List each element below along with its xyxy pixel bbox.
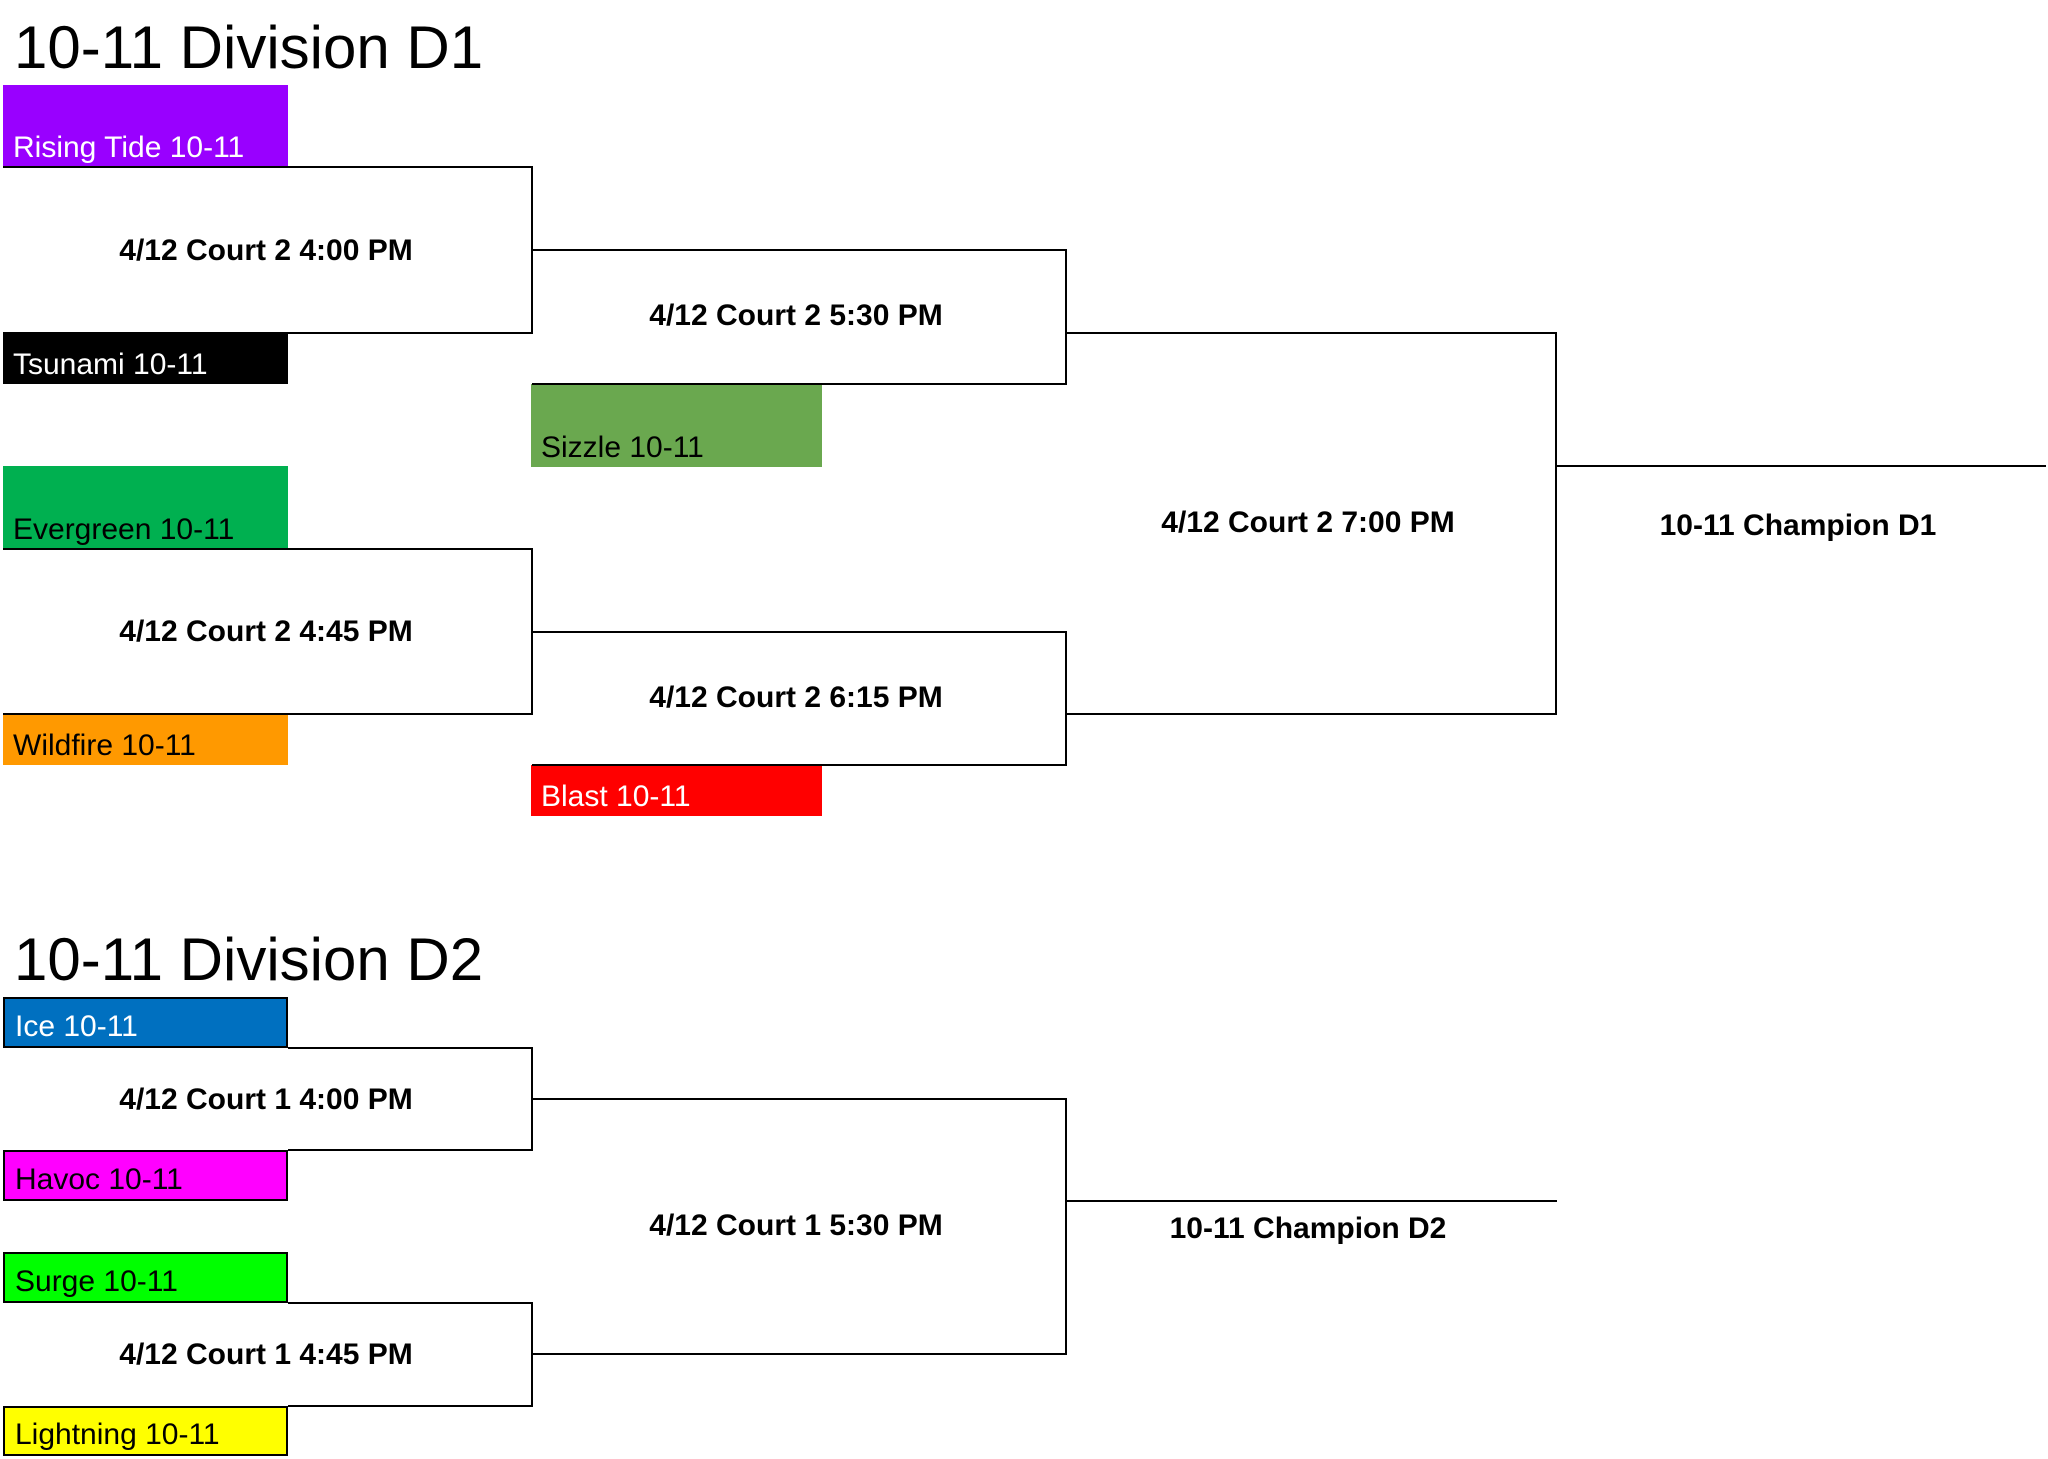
team-label: Surge 10-11 (15, 1265, 178, 1298)
match-label: 4/12 Court 1 5:30 PM (649, 1209, 943, 1242)
team-evergreen: Evergreen 10-11 (3, 466, 288, 549)
team-label: Rising Tide 10-11 (13, 131, 245, 164)
team-blast: Blast 10-11 (531, 765, 822, 816)
team-rising-tide: Rising Tide 10-11 (3, 85, 288, 167)
team-label: Lightning 10-11 (15, 1418, 220, 1451)
champion-label: 10-11 Champion D1 (1659, 509, 1937, 542)
team-ice: Ice 10-11 (3, 997, 288, 1048)
match-label: 4/12 Court 1 4:00 PM (119, 1083, 413, 1116)
team-sizzle: Sizzle 10-11 (531, 384, 822, 467)
team-label: Ice 10-11 (15, 1010, 138, 1043)
division-d2-title: 10-11 Division D2 (14, 926, 484, 993)
team-label: Evergreen 10-11 (13, 513, 235, 546)
team-label: Havoc 10-11 (15, 1163, 183, 1196)
team-tsunami: Tsunami 10-11 (3, 334, 288, 384)
team-havoc: Havoc 10-11 (3, 1150, 288, 1201)
match-label: 4/12 Court 2 4:45 PM (119, 615, 413, 648)
team-label: Sizzle 10-11 (541, 431, 704, 464)
match-label: 4/12 Court 1 4:45 PM (119, 1338, 413, 1371)
champion-label: 10-11 Champion D2 (1169, 1212, 1447, 1245)
team-lightning: Lightning 10-11 (3, 1406, 288, 1456)
team-label: Tsunami 10-11 (13, 348, 208, 381)
match-label: 4/12 Court 2 4:00 PM (119, 234, 413, 267)
team-label: Blast 10-11 (541, 780, 691, 813)
match-label: 4/12 Court 2 6:15 PM (649, 681, 943, 714)
team-surge: Surge 10-11 (3, 1252, 288, 1303)
match-label: 4/12 Court 2 5:30 PM (649, 299, 943, 332)
team-wildfire: Wildfire 10-11 (3, 715, 288, 765)
team-label: Wildfire 10-11 (13, 729, 196, 762)
match-label: 4/12 Court 2 7:00 PM (1161, 506, 1455, 539)
division-d1-title: 10-11 Division D1 (14, 14, 484, 81)
